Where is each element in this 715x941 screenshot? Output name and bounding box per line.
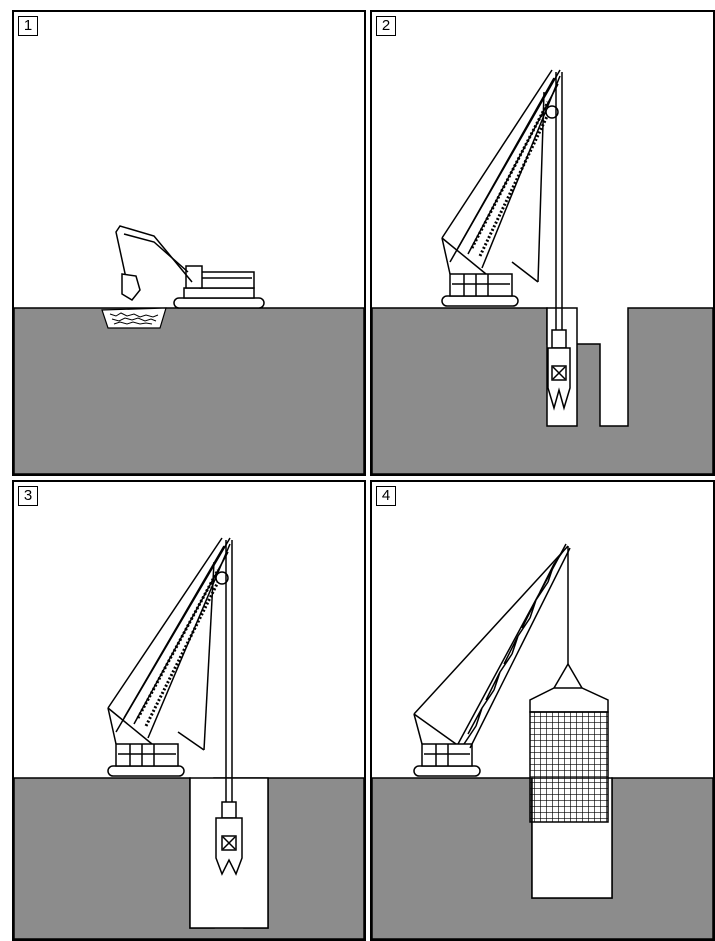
- panel-1-drawing: [14, 12, 364, 474]
- ground-with-trench: [372, 308, 713, 474]
- panel-4-drawing: [372, 482, 713, 939]
- panel-4: 4: [370, 480, 715, 941]
- soil-pile: [102, 308, 166, 328]
- panel-2-drawing: [372, 12, 713, 474]
- excavator: [116, 226, 264, 308]
- step-number-label: 1: [18, 16, 38, 36]
- crawler-crane: [108, 538, 232, 804]
- panel-1: 1: [12, 10, 366, 476]
- rebar-cage: [530, 664, 608, 822]
- ground: [14, 778, 364, 939]
- panel-3: 3: [12, 480, 366, 941]
- step-number-label: 2: [376, 16, 396, 36]
- step-number-label: 4: [376, 486, 396, 506]
- step-number-label: 3: [18, 486, 38, 506]
- ground: [14, 308, 364, 474]
- panel-3-drawing: [14, 482, 364, 939]
- panel-2: 2: [370, 10, 715, 476]
- crawler-crane: [442, 70, 562, 332]
